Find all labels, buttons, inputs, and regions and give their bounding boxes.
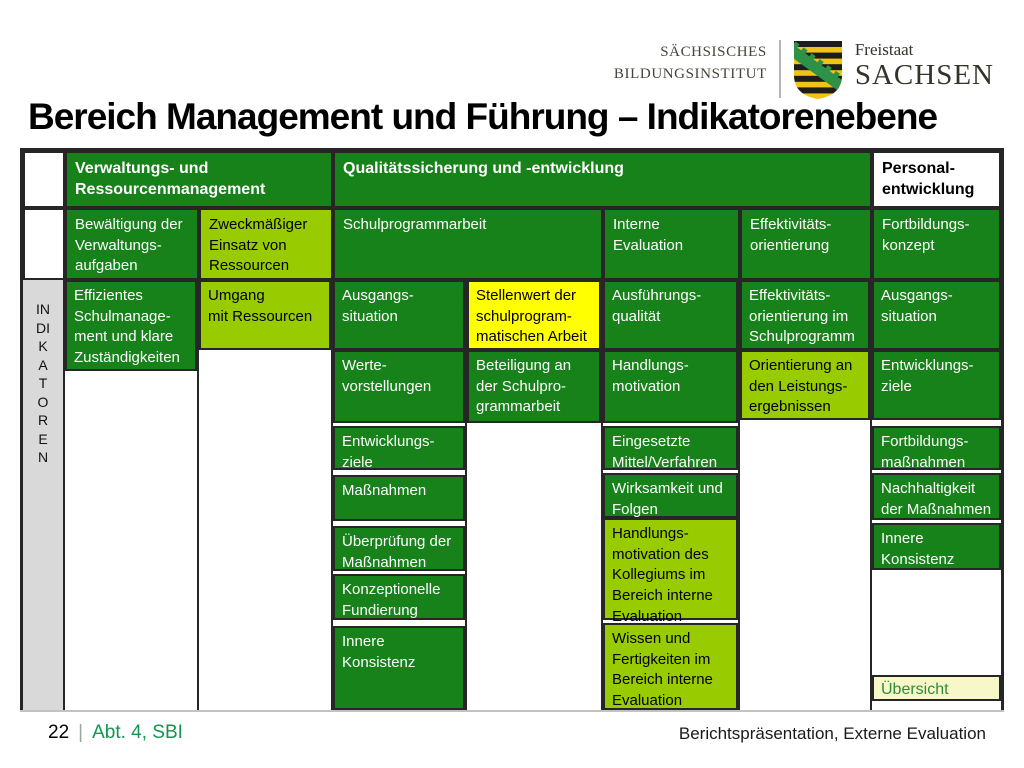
- institute-line1: SÄCHSISCHES: [660, 44, 767, 60]
- corner-cell-top: [23, 151, 65, 208]
- footer-presentation-title: Berichtspräsentation, Externe Evaluation: [678, 724, 986, 743]
- indicator-cell: Wissen und Fertigkeiten im Bereich inter…: [603, 623, 738, 710]
- body-column: Ausgangs- situation Entwicklungs- ziele …: [872, 280, 1001, 710]
- criterion-cell: Effektivitäts- orientierung: [740, 208, 872, 280]
- page-number: 22: [48, 722, 70, 743]
- footer-separator: |: [78, 722, 84, 743]
- indicator-cell: Ausführungs- qualität: [603, 280, 738, 350]
- uebersicht-link[interactable]: Übersicht: [872, 675, 1001, 701]
- criterion-cell: Interne Evaluation: [603, 208, 740, 280]
- indicator-cell: Maßnahmen: [333, 475, 465, 521]
- state-name: Freistaat SACHSEN: [855, 38, 994, 91]
- indicator-cell: Ausgangs- situation: [333, 280, 465, 350]
- logo-divider: [778, 40, 781, 98]
- body-column: Ausgangs- situation Werte- vorstellungen…: [333, 280, 467, 710]
- indicator-cell: Überprüfung der Maßnahmen: [333, 526, 465, 571]
- indicator-cell: Wirksamkeit und Folgen: [603, 473, 738, 518]
- indicator-cell: Handlungs- motivation des Kollegiums im …: [603, 518, 738, 625]
- criterion-cell: Bewältigung der Verwaltungs- aufgaben: [65, 208, 199, 280]
- indicator-cell: Nachhaltigkeit der Maßnahmen: [872, 473, 1001, 520]
- institute-line2: BILDUNGSINSTITUT: [613, 65, 767, 82]
- indicator-cell: Werte- vorstellungen: [333, 350, 465, 423]
- state-line1: Freistaat: [854, 40, 914, 59]
- body-column: Stellenwert der schulprogram- matischen …: [467, 280, 603, 710]
- corner-cell-bottom: [23, 208, 65, 280]
- area-header-verwaltung: Verwaltungs- und Ressourcenmanagement: [65, 151, 333, 208]
- indicator-cell: Effektivitäts- orientierung im Schulprog…: [740, 280, 870, 350]
- criterion-cell: Fortbildungs- konzept: [872, 208, 1001, 280]
- criterion-cell: Zweckmäßiger Einsatz von Ressourcen: [199, 208, 333, 280]
- saxony-coat-of-arms-icon: [793, 41, 842, 99]
- area-header-qualitaetssicherung: Qualitätssicherung und -entwicklung: [333, 151, 872, 208]
- criterion-cell: Schulprogrammarbeit: [333, 208, 603, 280]
- indicator-cell: Orientierung an den Leistungs- ergebniss…: [740, 350, 870, 420]
- indicator-cell: Ausgangs- situation: [872, 280, 1001, 350]
- indicator-cell: Innere Konsistenz: [333, 626, 465, 710]
- indicator-cell: Handlungs- motivation: [603, 350, 738, 423]
- indicator-cell: Effizientes Schulmanage- ment und klare …: [65, 280, 197, 371]
- indicator-cell: Entwicklungs- ziele: [333, 426, 465, 471]
- indicator-cell: Konzeptionelle Fundierung: [333, 574, 465, 620]
- state-line2: SACHSEN: [854, 58, 994, 91]
- footer-department: Abt. 4, SBI: [92, 722, 183, 743]
- page-title: Bereich Management und Führung – Indikat…: [28, 96, 938, 137]
- header-logo: SÄCHSISCHES BILDUNGSINSTITUT: [614, 38, 994, 99]
- body-column: Ausführungs- qualität Handlungs- motivat…: [603, 280, 740, 710]
- indicator-cell: Entwicklungs- ziele: [872, 350, 1001, 420]
- body-column: Effizientes Schulmanage- ment und klare …: [65, 280, 199, 710]
- indicator-cell: Stellenwert der schulprogram- matischen …: [467, 280, 601, 350]
- institute-name: SÄCHSISCHES BILDUNGSINSTITUT: [614, 38, 767, 86]
- indicator-cell: Umgang mit Ressourcen: [199, 280, 331, 350]
- body-column: Effektivitäts- orientierung im Schulprog…: [740, 280, 872, 710]
- indicator-cell: Fortbildungs- maßnahmen: [872, 426, 1001, 471]
- indikatoren-side-column: INDIKATOREN: [23, 280, 65, 710]
- footer-left: 22 | Abt. 4, SBI: [48, 722, 183, 744]
- indicator-table: Verwaltungs- und Ressourcenmanagement Qu…: [20, 148, 1004, 710]
- indicator-cell: Innere Konsistenz: [872, 523, 1001, 570]
- body-column: Umgang mit Ressourcen: [199, 280, 333, 710]
- indikatoren-label: INDIKATOREN: [36, 301, 50, 465]
- indicator-cell: Eingesetzte Mittel/Verfahren: [603, 426, 738, 471]
- indicator-cell: Beteiligung an der Schulpro- grammarbeit: [467, 350, 601, 423]
- area-header-personalentwicklung: Personal- entwicklung: [872, 151, 1001, 208]
